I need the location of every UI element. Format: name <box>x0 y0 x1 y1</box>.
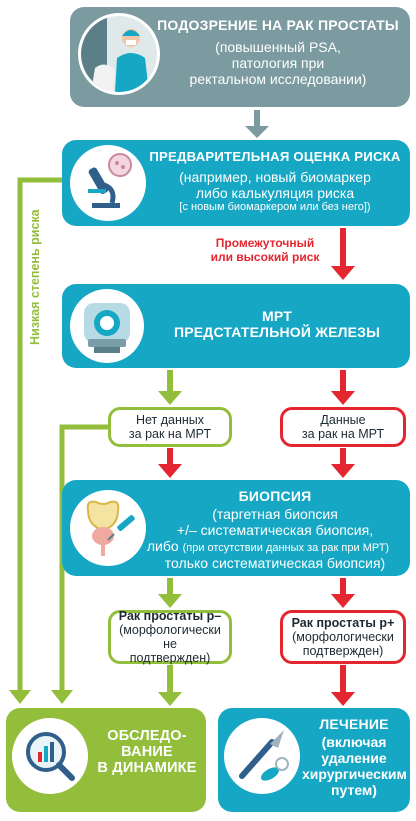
suspicion-line-2: патология при <box>231 55 325 71</box>
risk-line-2: либо калькуляция риска <box>195 185 355 201</box>
arrow-suspicion-to-risk <box>245 110 269 138</box>
treatment-line-2: удаление <box>321 750 387 766</box>
risk-label-line-2: или высокий риск <box>210 250 320 264</box>
magnifier-chart-icon <box>12 718 88 794</box>
arrow-risk-to-mri <box>331 228 355 280</box>
biopsy-last-line: только систематическая биопсия) <box>164 555 386 571</box>
intermediate-high-risk-label: Промежуточный или высокий риск <box>185 236 345 264</box>
arrow-biopsy-to-p-positive <box>331 578 355 608</box>
arrow-mri-to-no-data <box>158 370 182 405</box>
arrow-biopsy-to-p-negative <box>158 578 182 608</box>
no-data-line-1: Нет данных <box>135 413 205 427</box>
treatment-line-3: хирургическим <box>302 766 407 782</box>
arrow-data-to-biopsy <box>331 448 355 478</box>
biopsy-line-1: (таргетная биопсия <box>212 506 338 522</box>
biopsy-title: БИОПСИЯ <box>238 488 312 504</box>
risk-assessment-title: ПРЕДВАРИТЕЛЬНАЯ ОЦЕНКА РИСКА <box>149 149 401 164</box>
p-positive-line-1: (морфологически <box>292 630 394 644</box>
risk-note: [с новым биомаркером или без него]) <box>179 201 371 213</box>
arrow-no-data-to-biopsy <box>158 448 182 478</box>
risk-line-1: (например, новый биомаркер <box>179 169 371 185</box>
p-positive-title: Рак простаты p+ <box>291 616 395 630</box>
data-line-2: за рак на МРТ <box>301 427 385 441</box>
no-mri-data-pill: Нет данных за рак на МРТ <box>108 407 232 447</box>
suspicion-line-3: ректальном исследовании) <box>189 71 367 87</box>
mri-scanner-icon <box>70 289 144 363</box>
treatment-title: ЛЕЧЕНИЕ <box>319 716 389 732</box>
low-risk-label: Низкая степень риска <box>28 209 42 345</box>
doctor-patient-icon <box>78 13 160 95</box>
arrow-mri-to-data <box>331 370 355 405</box>
no-data-line-2: за рак на МРТ <box>128 427 212 441</box>
arrow-no-data-to-surveillance <box>51 424 108 704</box>
scalpel-pills-icon <box>224 718 300 794</box>
suspicion-title: ПОДОЗРЕНИЕ НА РАК ПРОСТАТЫ <box>157 17 399 33</box>
p-negative-title: Рак простаты p– <box>118 609 222 623</box>
p-positive-line-2: подтвержден) <box>302 644 384 658</box>
bladder-prostate-syringe-icon <box>70 490 146 566</box>
arrow-p-negative-to-surveillance <box>158 665 182 706</box>
p-negative-line-2: подтвержден) <box>129 651 211 665</box>
prostate-cancer-negative-pill: Рак простаты p– (морфологически не подтв… <box>108 609 232 665</box>
microscope-icon <box>70 145 146 221</box>
data-line-1: Данные <box>320 413 366 427</box>
biopsy-line-2: +/– систематическая биопсия, <box>176 522 374 538</box>
p-negative-line-1: (морфологически не <box>119 623 221 651</box>
mri-data-pill: Данные за рак на МРТ <box>280 407 406 447</box>
treatment-line-4: путем) <box>331 782 377 798</box>
risk-label-line-1: Промежуточный <box>215 236 315 250</box>
surveillance-line-2: ВАНИЕ <box>121 744 173 760</box>
surveillance-line-1: ОБСЛЕДО- <box>107 728 187 744</box>
biopsy-either-prefix: либо <box>146 538 179 554</box>
mri-title-line-2: ПРЕДСТАТЕЛЬНОЙ ЖЕЛЕЗЫ <box>173 324 381 340</box>
mri-title-line-1: МРТ <box>262 308 292 324</box>
surveillance-line-3: В ДИНАМИКЕ <box>97 760 197 776</box>
biopsy-either-note: (при отсутствии данных за рак при МРТ) <box>182 542 390 554</box>
suspicion-line-1: (повышенный PSA, <box>215 39 341 55</box>
arrow-p-positive-to-treatment <box>331 665 355 706</box>
treatment-line-1: (включая <box>321 734 387 750</box>
prostate-cancer-positive-pill: Рак простаты p+ (морфологически подтверж… <box>280 610 406 664</box>
arrow-low-risk-path <box>9 177 62 704</box>
